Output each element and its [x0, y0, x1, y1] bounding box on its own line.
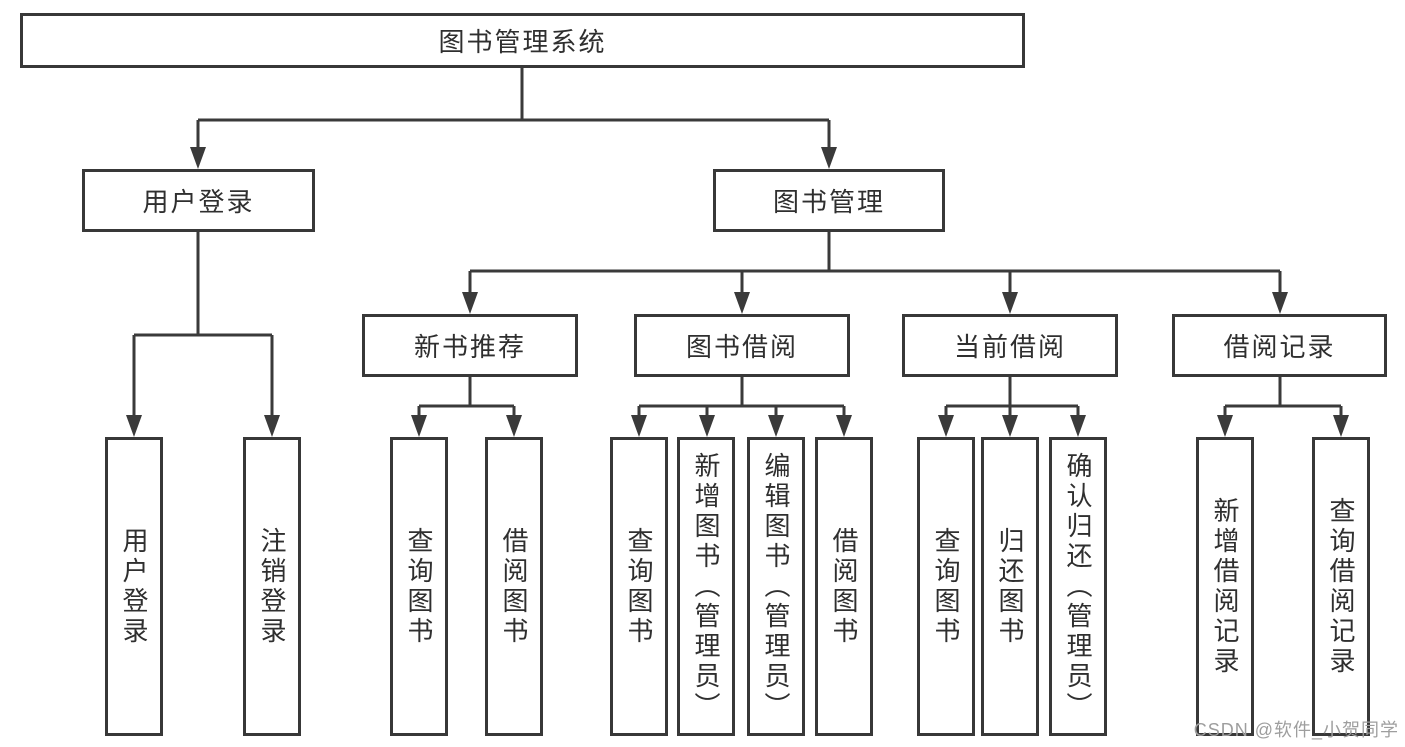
leaf-record-query-borrow-record-label: 查询借阅记录: [1326, 496, 1356, 677]
node-borrow-record: 借阅记录: [1172, 314, 1387, 377]
leaf-borrow-query-books: 查询图书: [610, 437, 668, 736]
leaf-logout-label: 注销登录: [257, 526, 287, 647]
leaf-record-add-borrow-record: 新增借阅记录: [1196, 437, 1254, 736]
node-book-borrow: 图书借阅: [634, 314, 850, 377]
arrowhead-icons: [126, 147, 1349, 437]
node-new-book-recommend: 新书推荐: [362, 314, 578, 377]
leaf-user-login-label: 用户登录: [119, 526, 149, 647]
leaf-current-query-books-label: 查询图书: [931, 526, 961, 647]
leaf-newbook-query-books-label: 查询图书: [404, 526, 434, 647]
leaf-newbook-query-books: 查询图书: [390, 437, 448, 736]
leaf-borrow-edit-books-admin: 编辑图书（管理员）: [747, 437, 805, 736]
leaf-borrow-borrow-books: 借阅图书: [815, 437, 873, 736]
node-library-system: 图书管理系统: [20, 13, 1025, 68]
leaf-borrow-borrow-books-label: 借阅图书: [829, 526, 859, 647]
watermark: CSDN @软件_小贺同学: [1193, 720, 1399, 740]
leaf-borrow-query-books-label: 查询图书: [624, 526, 654, 647]
node-book-management: 图书管理: [713, 169, 945, 232]
leaf-user-login: 用户登录: [105, 437, 163, 736]
leaf-borrow-add-books-admin-label: 新增图书（管理员）: [691, 451, 721, 722]
node-current-borrow: 当前借阅: [902, 314, 1118, 377]
leaf-newbook-borrow-books-label: 借阅图书: [499, 526, 529, 647]
leaf-current-query-books: 查询图书: [917, 437, 975, 736]
leaf-newbook-borrow-books: 借阅图书: [485, 437, 543, 736]
leaf-logout: 注销登录: [243, 437, 301, 736]
leaf-current-return-books: 归还图书: [981, 437, 1039, 736]
leaf-record-add-borrow-record-label: 新增借阅记录: [1210, 496, 1240, 677]
leaf-current-confirm-return-admin: 确认归还（管理员）: [1049, 437, 1107, 736]
connector-segments: [132, 68, 1343, 418]
leaf-borrow-edit-books-admin-label: 编辑图书（管理员）: [761, 451, 791, 722]
leaf-current-return-books-label: 归还图书: [995, 526, 1025, 647]
leaf-record-query-borrow-record: 查询借阅记录: [1312, 437, 1370, 736]
leaf-current-confirm-return-admin-label: 确认归还（管理员）: [1063, 451, 1093, 722]
node-user-login: 用户登录: [82, 169, 315, 232]
leaf-borrow-add-books-admin: 新增图书（管理员）: [677, 437, 735, 736]
